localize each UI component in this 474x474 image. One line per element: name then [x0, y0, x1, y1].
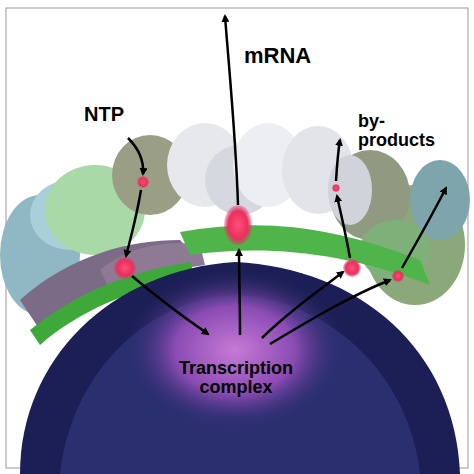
byproduct-arrow	[336, 140, 340, 181]
ntp-arrow	[128, 138, 143, 174]
ntp-arrow	[126, 190, 141, 256]
byproduct-arrow	[262, 272, 343, 338]
transcription-complex: Transcription complex	[161, 355, 311, 401]
ntp-arrow	[132, 276, 208, 334]
node-text: Transcription complex	[165, 359, 307, 397]
mrna-label: mRNA	[244, 44, 311, 67]
byproduct-arrow	[402, 188, 446, 268]
byproducts-label: by- products	[358, 112, 448, 150]
mrna-arrow	[239, 250, 240, 335]
mrna-arrow	[225, 16, 238, 205]
ntp-label: NTP	[84, 104, 124, 125]
byproduct-arrow	[337, 196, 350, 258]
byproduct-arrow	[270, 280, 390, 344]
